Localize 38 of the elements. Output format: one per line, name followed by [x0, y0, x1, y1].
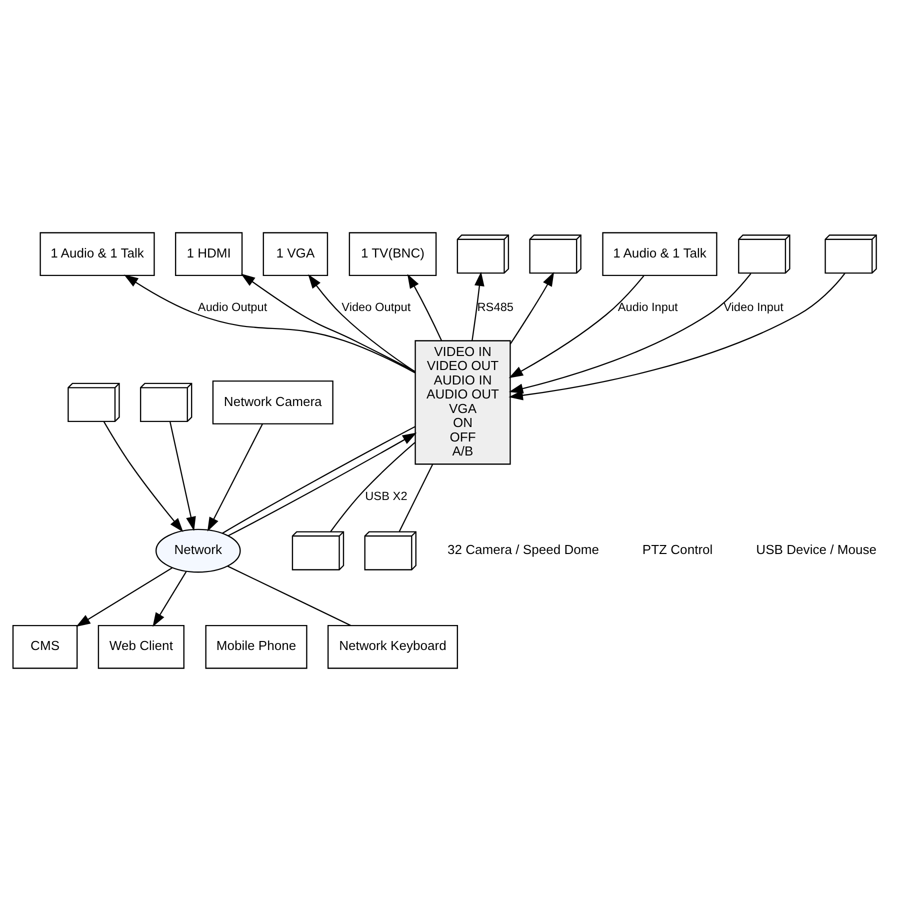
arrow: [308, 274, 416, 372]
arrow: [103, 420, 184, 532]
arrow: [510, 271, 554, 344]
node-ellipse: Network: [155, 528, 241, 572]
arrow: [472, 271, 484, 340]
arrow: [508, 272, 846, 400]
node-box: 1 HDMI: [175, 232, 243, 276]
node-box: Network Camera: [212, 380, 334, 424]
arrow: [124, 274, 416, 373]
node-box: Network Keyboard: [327, 624, 458, 668]
edge-label: Audio Input: [618, 300, 678, 314]
node-box: VIDEO IN VIDEO OUT AUDIO IN AUDIO OUT VGA ON OFF A/B: [414, 340, 511, 464]
label: USB Device / Mouse: [756, 542, 877, 557]
node-box: 1 Audio & 1 Talk: [602, 232, 718, 276]
edge-label: RS485: [477, 300, 514, 314]
arrow: [240, 273, 416, 372]
node-box: Web Client: [98, 624, 184, 668]
connector: [330, 442, 416, 532]
arrow: [207, 423, 264, 532]
connector: [227, 565, 351, 626]
arrow: [152, 570, 187, 626]
edge-label: Audio Output: [198, 300, 268, 314]
node-box: CMS: [12, 624, 78, 668]
arrow: [508, 275, 644, 378]
arrow: [407, 274, 442, 340]
label: 32 Camera / Speed Dome: [447, 542, 600, 557]
node-box: 1 TV(BNC): [348, 232, 437, 276]
node-box: 1 Audio & 1 Talk: [40, 232, 155, 276]
node-box: Mobile Phone: [205, 624, 308, 668]
node-box: 1 VGA: [262, 232, 328, 276]
edge-label: Video Output: [342, 300, 411, 314]
arrow: [508, 272, 752, 393]
edge-label: USB X2: [365, 488, 408, 502]
connector: [398, 464, 434, 532]
edge-label: Video Input: [724, 300, 784, 314]
arrow: [169, 420, 196, 530]
arrow: [76, 566, 172, 626]
label: PTZ Control: [642, 542, 713, 557]
